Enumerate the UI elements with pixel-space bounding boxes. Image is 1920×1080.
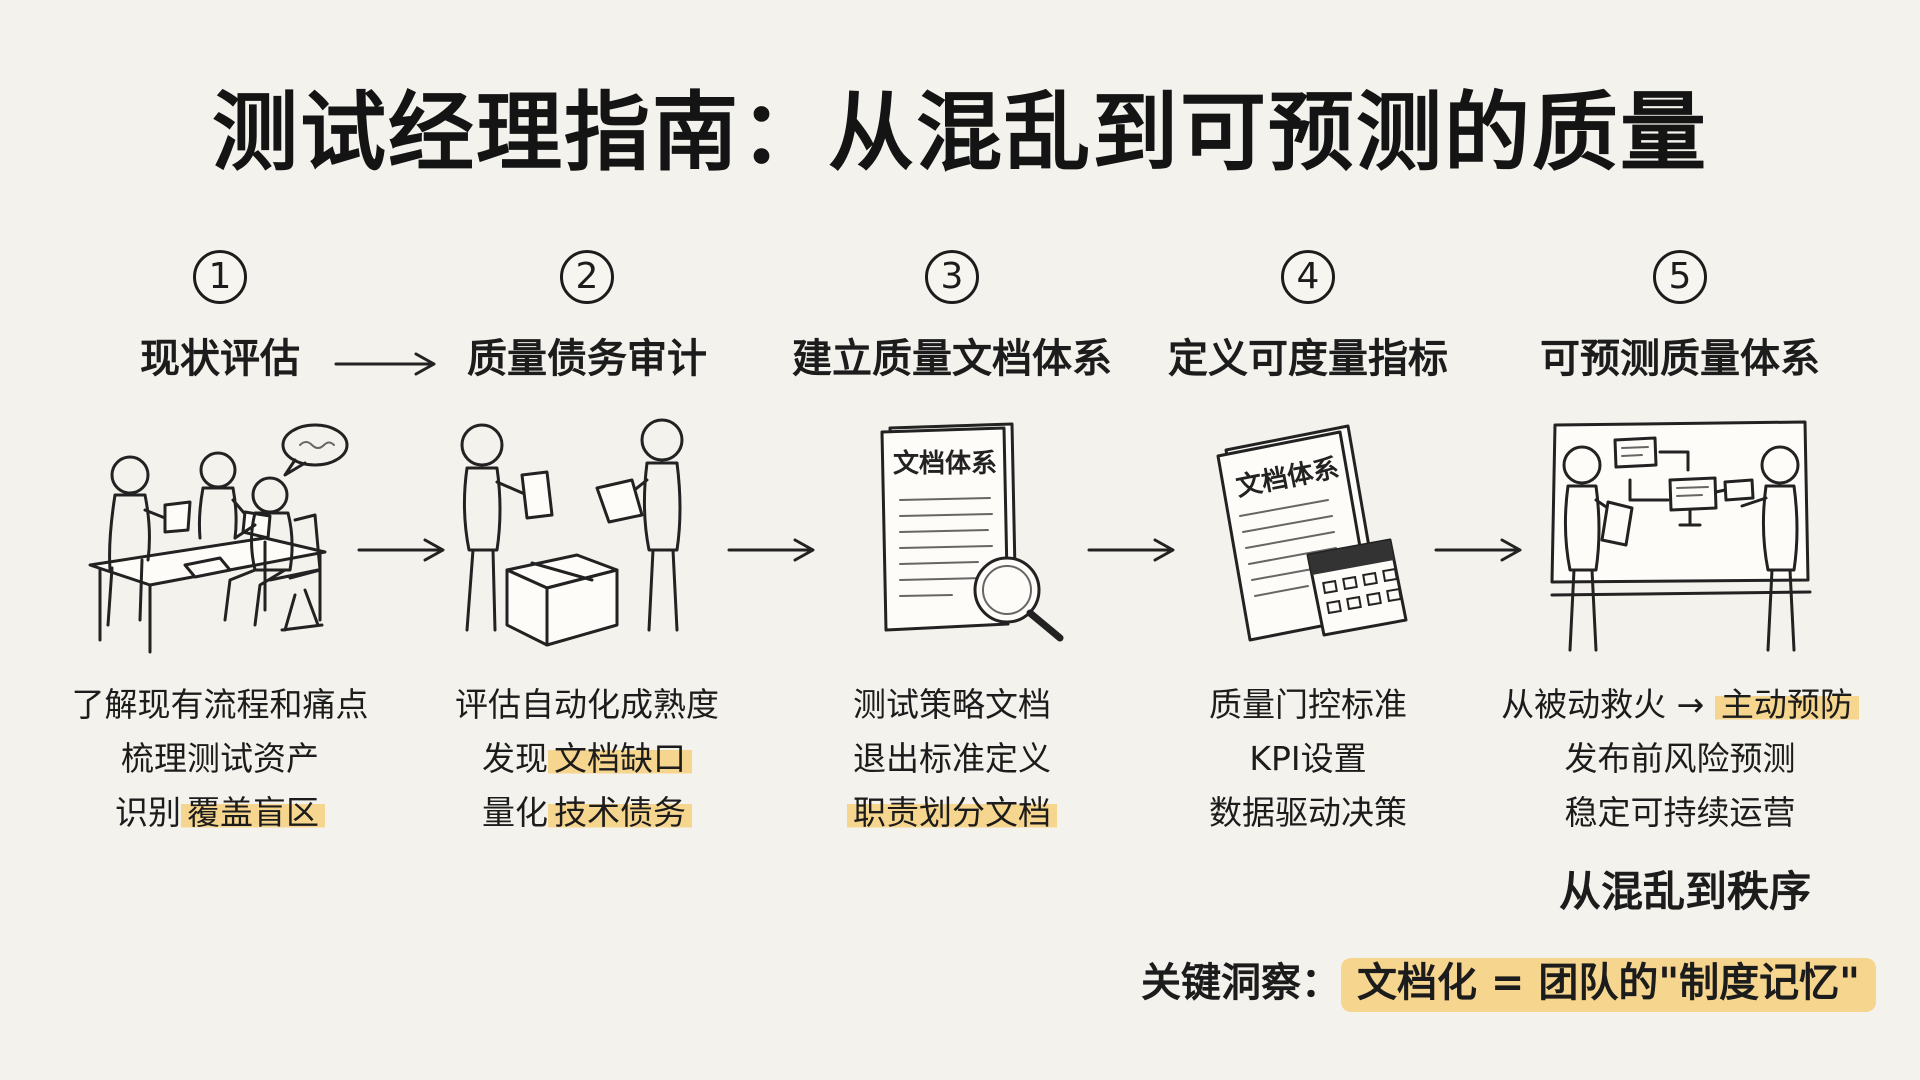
stage-1-bullet: 了解现有流程和痛点 — [71, 685, 369, 724]
stage-title-5: 可预测质量体系 — [1540, 336, 1820, 382]
insight-highlight: 文档化 = 团队的"制度记忆" — [1340, 958, 1876, 1012]
stage-1: 1 现状评估 — [30, 250, 410, 840]
stage-4: 4 定义可度量指标 文档体系 质量门控标准 KPI设置 数据驱动决策 — [1118, 250, 1498, 840]
stage-4-bullet: 数据驱动决策 — [1209, 793, 1407, 832]
stage-4-bullet: 质量门控标准 — [1209, 685, 1407, 724]
stage-title-2: 质量债务审计 — [467, 336, 707, 382]
conclusion-text: 从混乱到秩序 — [1558, 867, 1811, 916]
handover-box-illustration — [437, 418, 737, 660]
stage-3: 3 建立质量文档体系 文档体系 测试策略文档 退出标准定义 职责划分文档 — [762, 250, 1142, 840]
document-magnifier-illustration: 文档体系 — [802, 420, 1102, 660]
stage-1-bullet: 梳理测试资产 — [121, 739, 319, 778]
doc-heading: 文档体系 — [893, 448, 997, 479]
stage-3-bullet: 测试策略文档 — [853, 685, 1051, 724]
step-number-2: 2 — [560, 250, 614, 304]
arrow-right-icon — [1085, 538, 1180, 566]
stage-2-bullet: 发现文档缺口 — [455, 732, 719, 786]
stage-1-bullet: 识别覆盖盲区 — [72, 786, 369, 840]
stage-title-4: 定义可度量指标 — [1168, 336, 1448, 382]
meeting-table-illustration — [70, 420, 370, 660]
stage-2-bullet: 评估自动化成熟度 — [455, 685, 719, 724]
stage-5-bullet: 稳定可持续运营 — [1564, 793, 1796, 832]
page-title: 测试经理指南：从混乱到可预测的质量 — [212, 83, 1708, 183]
stage-title-3: 建立质量文档体系 — [792, 336, 1112, 382]
step-number-4: 4 — [1281, 250, 1335, 304]
arrow-right-icon — [725, 538, 820, 566]
stage-title-1: 现状评估 — [140, 336, 300, 382]
document-calendar-illustration: 文档体系 — [1158, 420, 1458, 660]
stage-5: 5 可预测质量体系 从被动救火 → 主动预 — [1490, 250, 1870, 840]
step-number-3: 3 — [925, 250, 979, 304]
step-number-5: 5 — [1653, 250, 1707, 304]
stage-3-bullet: 职责划分文档 — [847, 786, 1057, 840]
insight-label: 关键洞察： — [1140, 960, 1341, 1006]
whiteboard-planning-illustration — [1530, 420, 1830, 660]
stage-2-bullet: 量化技术债务 — [455, 786, 719, 840]
key-insight: 关键洞察：文档化 = 团队的"制度记忆" — [1140, 950, 1876, 1012]
step-number-1: 1 — [193, 250, 247, 304]
arrow-right-icon — [1432, 538, 1527, 566]
stage-5-bullet: 发布前风险预测 — [1564, 739, 1796, 778]
arrow-right-icon — [355, 538, 450, 566]
arrow-right-icon — [332, 352, 442, 380]
stage-3-bullet: 退出标准定义 — [853, 739, 1051, 778]
stage-4-bullet: KPI设置 — [1249, 739, 1367, 778]
stage-2: 2 质量债务审计 评估自动化成熟度 发现文档缺口 量化技术债务 — [397, 250, 777, 840]
stage-5-bullet: 从被动救火 → 主动预防 — [1501, 678, 1859, 732]
